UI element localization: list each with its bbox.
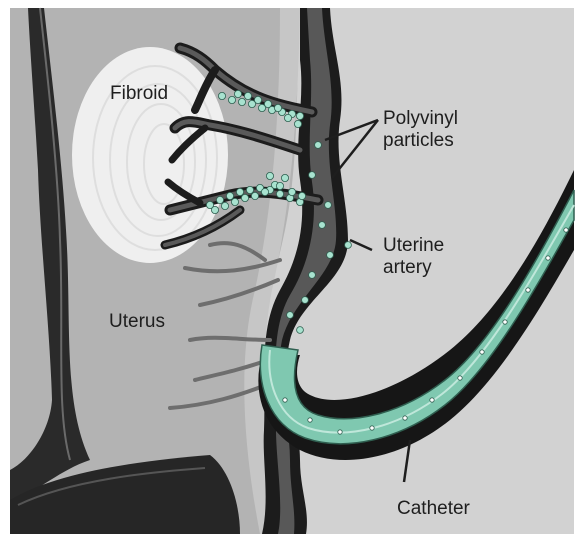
catheter-label: Catheter [397,498,470,520]
polyvinyl-particle [288,188,295,195]
polyvinyl-particle [231,198,238,205]
polyvinyl-particle [503,320,507,324]
polyvinyl-particle [283,398,287,402]
polyvinyl-label-line2: particles [383,130,493,152]
polyvinyl-particle [338,430,342,434]
polyvinyl-particle [276,190,283,197]
polyvinyl-particle [228,96,235,103]
polyvinyl-particle [296,112,303,119]
polyvinyl-particle [251,192,258,199]
polyvinyl-particle [284,114,291,121]
artery-label-line1: Uterine [383,235,483,257]
polyvinyl-particle [430,398,434,402]
polyvinyl-particle [309,272,316,279]
polyvinyl-particle [319,222,326,229]
polyvinyl-particle [241,194,248,201]
polyvinyl-particle [226,192,233,199]
polyvinyl-particle [281,174,288,181]
polyvinyl-particle [266,172,273,179]
polyvinyl-particle [294,120,301,127]
polyvinyl-particle [345,242,352,249]
polyvinyl-particle [236,188,243,195]
polyvinyl-particle [287,312,294,319]
polyvinyl-particle [480,350,484,354]
polyvinyl-particle [238,98,245,105]
polyvinyl-particle [264,100,271,107]
fibroid-label: Fibroid [110,83,168,105]
polyvinyl-particle [254,96,261,103]
polyvinyl-particle [327,252,334,259]
polyvinyl-particle [244,92,251,99]
polyvinyl-particle [564,228,568,232]
polyvinyl-particle [297,327,304,334]
polyvinyl-particle [308,418,312,422]
polyvinyl-particle [246,186,253,193]
polyvinyl-particle [458,376,462,380]
uterine-artery-label: Uterine artery [383,235,483,279]
polyvinyl-label-line1: Polyvinyl [383,108,493,130]
polyvinyl-particle [370,426,374,430]
uterus-label: Uterus [109,311,165,333]
polyvinyl-particle [234,90,241,97]
polyvinyl-particle [526,288,530,292]
polyvinyl-particle [216,196,223,203]
polyvinyl-particle [276,182,283,189]
polyvinyl-particle [302,297,309,304]
polyvinyl-particle [309,172,316,179]
polyvinyl-particle [403,416,407,420]
polyvinyl-particle [315,142,322,149]
polyvinyl-particle [218,92,225,99]
polyvinyl-particle [546,256,550,260]
polyvinyl-particles-label: Polyvinyl particles [383,108,493,152]
polyvinyl-particle [221,202,228,209]
polyvinyl-particle [211,206,218,213]
polyvinyl-particle [274,104,281,111]
polyvinyl-particle [261,188,268,195]
artery-label-line2: artery [383,257,483,279]
polyvinyl-particle [325,202,332,209]
polyvinyl-particle [298,192,305,199]
